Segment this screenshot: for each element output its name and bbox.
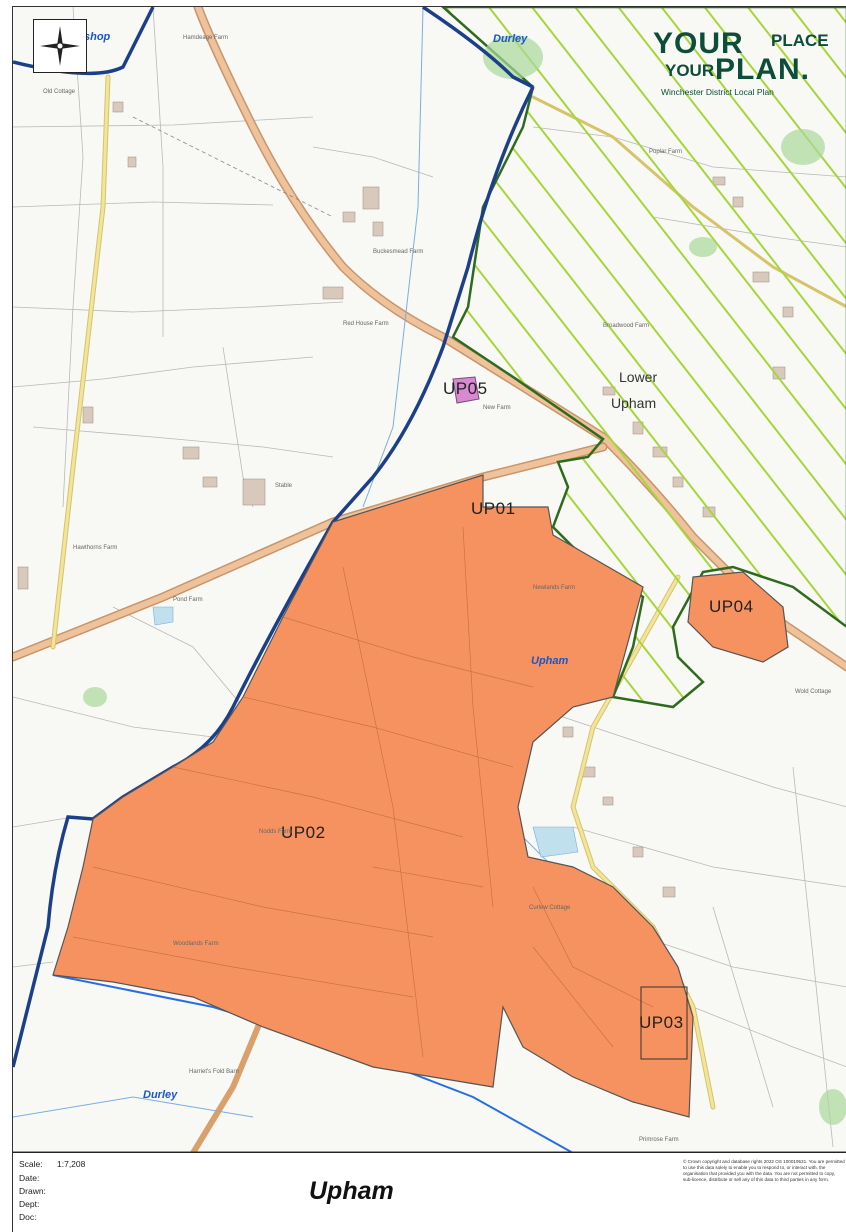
logo-line1-small: PLACE — [771, 31, 829, 50]
farm-label: Woodlands Farm — [173, 941, 219, 947]
place-name-upham: Upham — [611, 395, 657, 411]
farm-label: New Farm — [483, 405, 511, 411]
farm-label: Hawthorns Farm — [73, 545, 118, 551]
dept-row: Dept: — [19, 1199, 57, 1209]
map-graphics — [13, 7, 846, 1153]
parish-label-bottom: Durley — [143, 1089, 178, 1101]
parish-label-top: Durley — [493, 33, 528, 45]
logo-line2-big: PLAN. — [715, 53, 810, 86]
drawn-row: Drawn: — [19, 1186, 57, 1196]
site-internal-lines — [72, 526, 654, 1058]
scale-row: Scale: 1:7,208 — [19, 1159, 85, 1169]
site-label-up03[interactable]: UP03 — [639, 1013, 684, 1032]
map-title: Upham — [309, 1177, 394, 1205]
farm-label: Harriet's Fold Barn — [189, 1069, 239, 1075]
site-label-up02[interactable]: UP02 — [281, 823, 326, 842]
logo-line1-big: YOUR — [653, 27, 744, 60]
farm-label: Poplar Farm — [649, 149, 683, 155]
farm-label: Wold Cottage — [795, 689, 832, 695]
farm-label: Curlew Cottage — [529, 905, 571, 911]
farm-label: Red House Farm — [343, 321, 389, 327]
scale-key: Scale: — [19, 1159, 43, 1169]
site-polygon-up04 — [687, 571, 789, 663]
date-row: Date: — [19, 1173, 57, 1183]
scale-value: 1:7,208 — [57, 1159, 86, 1169]
logo-subtitle: Winchester District Local Plan — [661, 87, 774, 97]
farm-label: Stable — [275, 483, 293, 489]
dept-key: Dept: — [19, 1199, 40, 1209]
site-outline-up03 — [640, 986, 688, 1060]
farm-label: Pond Farm — [173, 597, 203, 603]
map-canvas[interactable]: UP01 UP02 UP03 UP04 UP05 Lower Upham Bis… — [12, 6, 846, 1153]
site-label-up01[interactable]: UP01 — [471, 499, 516, 518]
drawn-key: Drawn: — [19, 1186, 46, 1196]
farm-label: Broadwood Farm — [603, 323, 650, 329]
date-key: Date: — [19, 1173, 40, 1183]
farm-label: Old Cottage — [43, 89, 76, 95]
compass-icon — [33, 19, 87, 73]
farm-label: Buckesmead Farm — [373, 249, 424, 255]
doc-key: Doc: — [19, 1212, 37, 1222]
site-label-up05[interactable]: UP05 — [443, 379, 488, 398]
farm-label: Newlands Farm — [533, 585, 576, 591]
settlement-boundary — [13, 86, 535, 1068]
copyright-notice: © Crown copyright and database rights 20… — [683, 1159, 845, 1182]
farm-label: Hamdeage Farm — [183, 35, 229, 41]
footpath — [132, 116, 334, 218]
farm-label: Nodds Farm — [259, 829, 293, 835]
your-place-your-plan-logo: YOUR PLACE YOUR PLAN. Winchester Distric… — [653, 27, 846, 107]
site-polygon-up02 — [52, 474, 694, 1118]
place-name-lower: Lower — [619, 369, 658, 385]
green-fields — [83, 35, 846, 1125]
farm-label: Primrose Farm — [639, 1137, 679, 1143]
logo-line2-small: YOUR — [665, 61, 715, 80]
site-polygon-up05 — [452, 376, 480, 404]
water — [152, 606, 579, 858]
site-label-up04[interactable]: UP04 — [709, 597, 754, 616]
settlement-boundary-top — [13, 7, 534, 89]
parish-label-center: Upham — [531, 655, 569, 667]
map-footer: Scale: 1:7,208 Date: Drawn: Dept: Doc: Up… — [12, 1152, 846, 1232]
doc-row: Doc: — [19, 1212, 57, 1222]
